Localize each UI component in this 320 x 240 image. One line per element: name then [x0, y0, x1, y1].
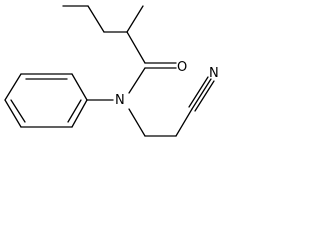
- nitrile-nitrogen-label: N: [209, 66, 219, 81]
- phenyl-bond-1: [71, 73, 88, 101]
- bond-carbonyl-nitrogen: [128, 67, 146, 94]
- bond-propyl-c2-c3: [87, 5, 105, 33]
- phenyl-inner-bond-2: [10, 99, 26, 123]
- phenyl-bond-6: [71, 99, 88, 128]
- nitrile-bond-1: [188, 76, 209, 108]
- bond-alpha-methyl: [126, 5, 144, 33]
- molecule-drawing: O N N: [4, 5, 219, 137]
- bond-ch2-nitrile-carbon: [175, 108, 193, 137]
- oxygen-label: O: [177, 60, 187, 75]
- nitrile-bond-3: [194, 80, 215, 112]
- bond-nitrogen-ch2: [128, 108, 146, 137]
- amide-nitrogen-label: N: [115, 93, 125, 108]
- nitrile-bond-2: [191, 78, 212, 110]
- structure-diagram: O N N: [0, 0, 231, 145]
- phenyl-bond-4: [4, 99, 22, 128]
- bond-alpha-carbonyl: [126, 31, 146, 64]
- phenyl-bond-3: [4, 73, 22, 101]
- phenyl-inner-bond-3: [67, 99, 82, 123]
